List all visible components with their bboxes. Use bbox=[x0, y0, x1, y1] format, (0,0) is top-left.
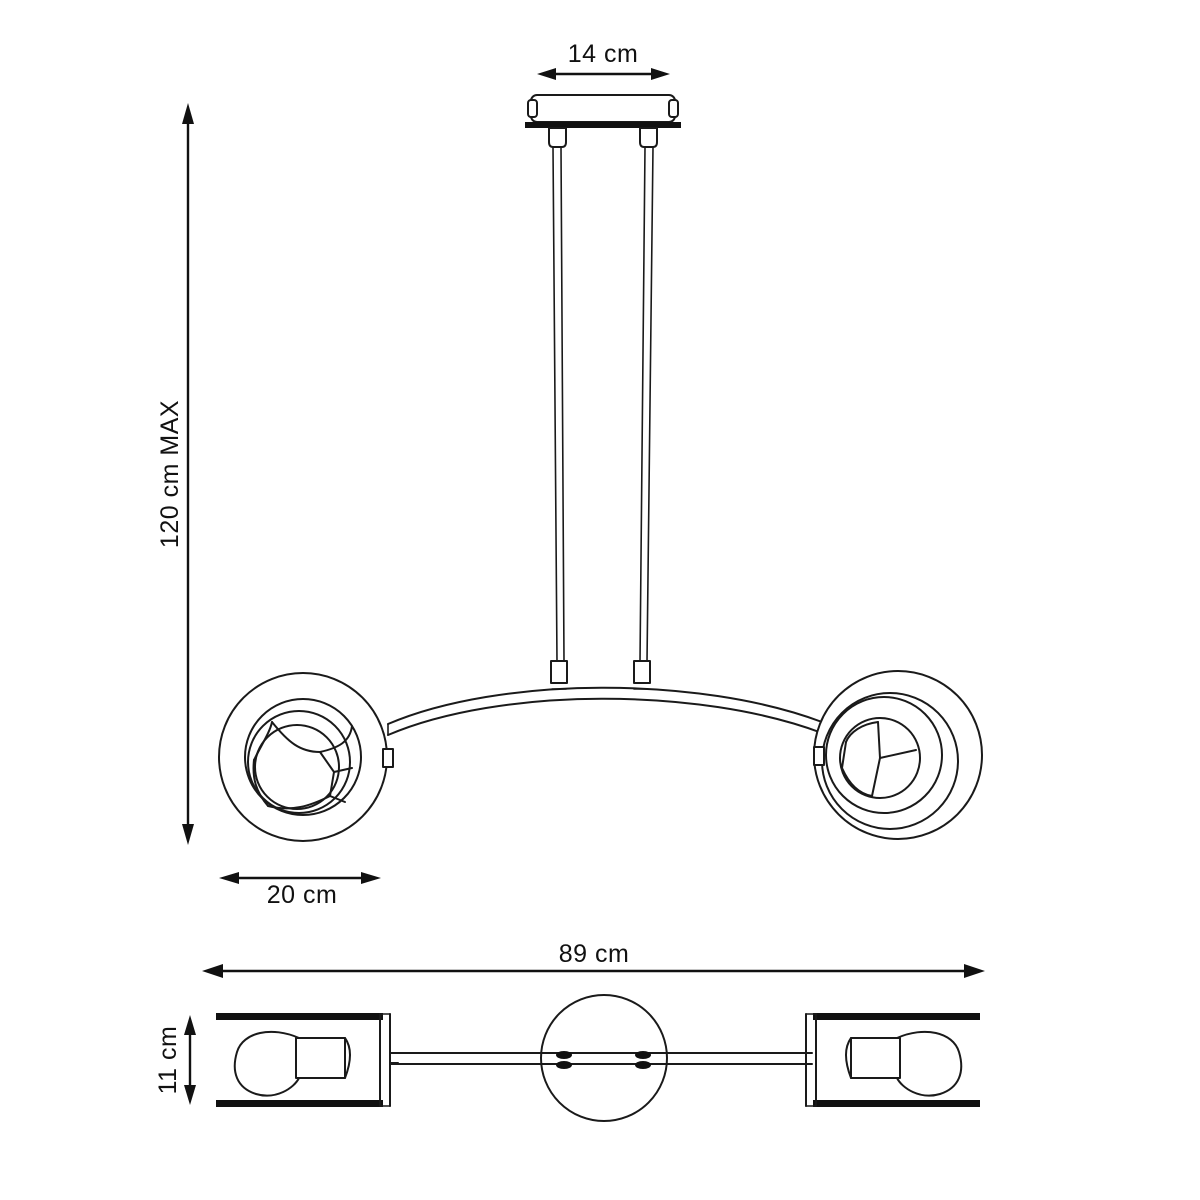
ceiling-canopy bbox=[525, 94, 681, 148]
left-ring-shade bbox=[218, 672, 394, 842]
plan-center-rod bbox=[389, 1052, 813, 1065]
dimension-label-total-width: 89 cm bbox=[559, 940, 630, 968]
plan-left-bulb bbox=[233, 1030, 351, 1097]
right-bulb bbox=[839, 717, 921, 799]
bottom-plan-view bbox=[216, 994, 980, 1122]
dimension-shade-depth: 11 cm bbox=[154, 1015, 196, 1105]
dimension-canopy-width: 14 cm bbox=[537, 40, 670, 80]
suspension-cable-left bbox=[550, 146, 568, 684]
dimension-label-max-height: 120 cm MAX bbox=[156, 400, 184, 548]
suspension-cable-right bbox=[633, 146, 654, 684]
center-hub bbox=[540, 994, 668, 1122]
dimension-shade-diameter: 20 cm bbox=[219, 872, 381, 909]
dimension-max-height: 120 cm MAX bbox=[156, 103, 194, 845]
right-ring-shade bbox=[813, 670, 983, 840]
plan-right-shade bbox=[805, 1013, 980, 1107]
left-bulb bbox=[247, 710, 353, 814]
dimension-total-width: 89 cm bbox=[202, 940, 985, 978]
dimension-label-canopy-width: 14 cm bbox=[568, 40, 639, 68]
plan-right-bulb bbox=[845, 1030, 963, 1097]
curved-arm bbox=[387, 686, 823, 736]
dimension-label-shade-diameter: 20 cm bbox=[267, 881, 338, 909]
plan-left-shade bbox=[216, 1013, 399, 1107]
dimension-label-shade-depth: 11 cm bbox=[154, 1026, 182, 1095]
